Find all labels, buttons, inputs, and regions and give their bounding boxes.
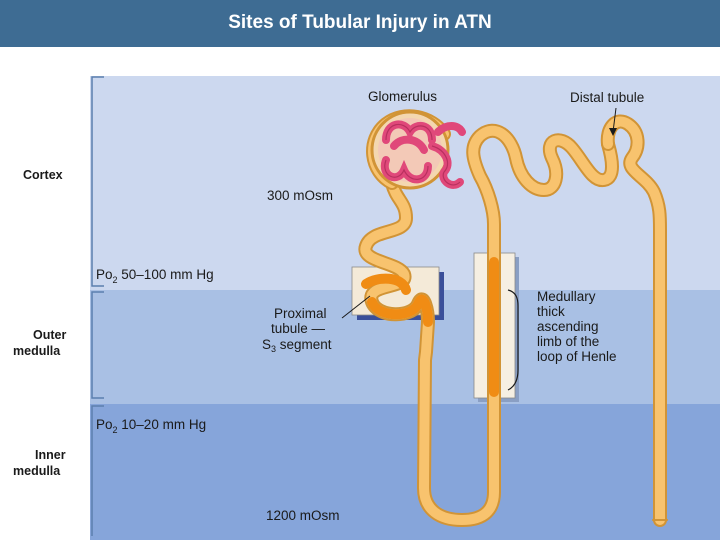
nephron-tubule <box>358 109 668 527</box>
s3-injury-segment-2 <box>361 273 411 295</box>
medulla-po2-label: Po2 10–20 mm Hg <box>96 417 206 435</box>
s3-injury-segment <box>367 294 433 327</box>
glomerulus <box>370 110 466 190</box>
mtal-label-line5: loop of Henle <box>537 349 617 364</box>
mtal-label-line3: ascending <box>537 319 599 334</box>
mtal-label-line1: Medullary <box>537 289 596 304</box>
proximal-label-line3: S3 segment <box>262 337 332 354</box>
cortex-label: Cortex <box>23 168 63 182</box>
title-bar <box>0 0 720 47</box>
inner-medulla-label-line2: medulla <box>13 464 61 478</box>
page-title: Sites of Tubular Injury in ATN <box>228 12 492 33</box>
inner-medulla-label-line1: Inner <box>35 448 66 462</box>
papilla-osmolality-label: 1200 mOsm <box>266 508 340 523</box>
proximal-label-line2: tubule — <box>271 321 326 336</box>
cortex-po2-label: Po2 50–100 mm Hg <box>96 267 214 285</box>
proximal-tubule <box>360 125 617 525</box>
distal-tubule-label: Distal tubule <box>570 90 644 105</box>
proximal-label-line1: Proximal <box>274 306 327 321</box>
cortex-osmolality-label: 300 mOsm <box>267 188 333 203</box>
mtal-bracket <box>507 289 519 391</box>
distal-tubule <box>602 116 665 525</box>
outer-medulla-label-line2: medulla <box>13 344 61 358</box>
mtal-label-line2: thick <box>537 304 565 319</box>
inner-medulla-zone <box>90 404 720 540</box>
mtal-label-line4: limb of the <box>537 334 599 349</box>
zone-brackets <box>91 76 104 536</box>
outer-medulla-label-line1: Outer <box>33 328 66 342</box>
proximal-leader <box>341 295 371 319</box>
glomerulus-label: Glomerulus <box>368 89 437 104</box>
distal-tubule-arrowhead <box>609 128 617 136</box>
